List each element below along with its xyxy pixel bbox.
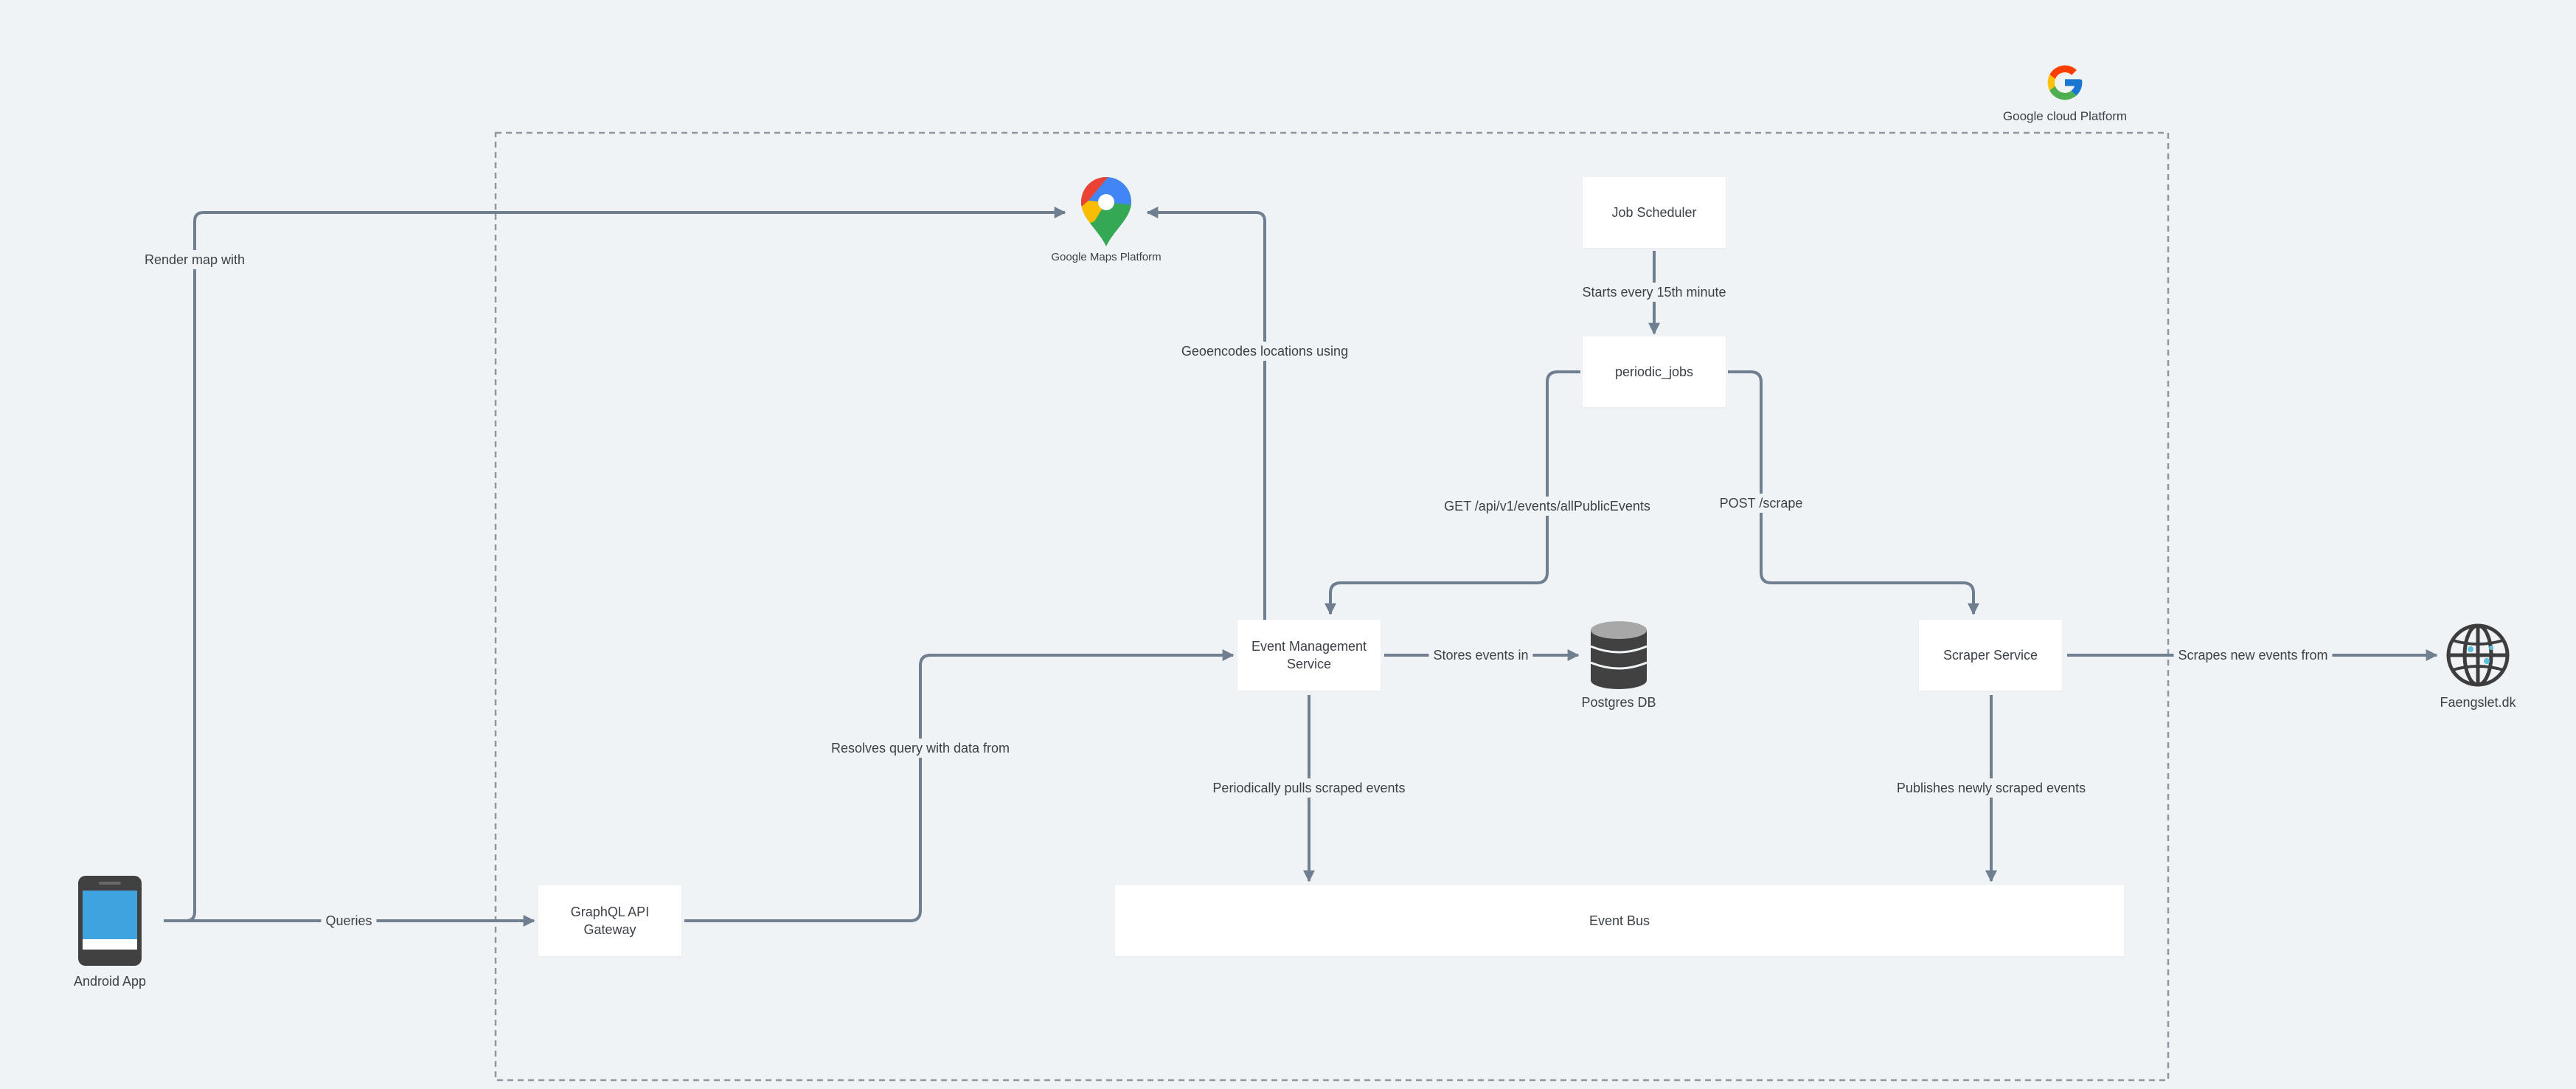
globe-icon — [2445, 623, 2510, 688]
graphql-gateway-label-line2: Gateway — [583, 922, 636, 937]
graphql-gateway-label-line1: GraphQL API — [570, 905, 650, 919]
periodic-jobs-node[interactable]: periodic_jobs — [1583, 336, 1726, 407]
scraper-service-node[interactable]: Scraper Service — [1919, 620, 2062, 691]
gcp-boundary — [494, 131, 2170, 1082]
google-g-icon — [2044, 62, 2086, 103]
scraper-service-label: Scraper Service — [1943, 648, 2038, 663]
faengslet-label: Faengslet.dk — [2440, 695, 2516, 710]
edge-geoencodes — [1146, 207, 1266, 620]
job-scheduler-node[interactable]: Job Scheduler — [1583, 177, 1726, 248]
event-management-node[interactable]: Event Management Service — [1237, 620, 1381, 691]
edge-render-map — [164, 207, 1066, 922]
map-pin-icon — [1080, 176, 1133, 248]
google-maps-label: Google Maps Platform — [1051, 251, 1162, 263]
edge-label-publishes: Publishes newly scraped events — [1892, 778, 2091, 798]
edge-resolves-query — [684, 649, 1235, 922]
event-bus-node[interactable]: Event Bus — [1115, 885, 2124, 956]
phone-icon — [77, 874, 143, 967]
edge-label-scrapes-new: Scrapes new events from — [2173, 646, 2333, 665]
edge-get-api — [1325, 370, 1580, 615]
event-bus-label: Event Bus — [1589, 913, 1650, 928]
edge-label-queries: Queries — [321, 911, 377, 930]
periodic-jobs-label: periodic_jobs — [1614, 364, 1694, 379]
event-management-label-line2: Service — [1286, 657, 1332, 671]
platform-label: Google cloud Platform — [2002, 109, 2128, 123]
edge-label-geoencodes: Geoencodes locations using — [1176, 342, 1353, 361]
edge-label-resolves-query: Resolves query with data from — [826, 739, 1015, 758]
edge-label-stores-events: Stores events in — [1428, 646, 1533, 665]
edge-post-scrape — [1728, 370, 1979, 615]
job-scheduler-label: Job Scheduler — [1611, 205, 1697, 220]
edge-label-periodically-pulls: Periodically pulls scraped events — [1208, 778, 1410, 798]
event-management-label-line1: Event Management — [1251, 639, 1367, 654]
graphql-gateway-node[interactable]: GraphQL API Gateway — [538, 885, 681, 956]
edge-label-render-map: Render map with — [139, 250, 250, 269]
edge-label-post-scrape: POST /scrape — [1715, 494, 1808, 513]
database-icon — [1589, 620, 1648, 691]
postgres-label: Postgres DB — [1581, 695, 1656, 710]
android-label: Android App — [73, 974, 147, 989]
edge-label-get-api: GET /api/v1/events/allPublicEvents — [1440, 497, 1655, 516]
edge-label-starts-every: Starts every 15th minute — [1577, 283, 1731, 302]
